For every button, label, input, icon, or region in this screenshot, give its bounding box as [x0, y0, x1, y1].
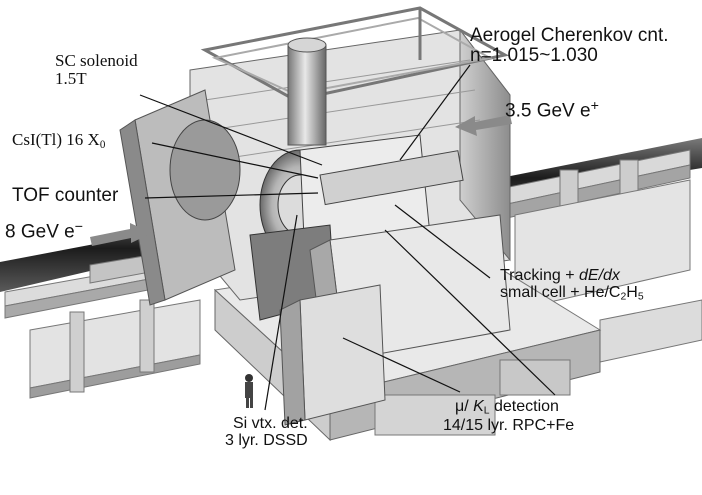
label-tracking-line2: small cell + He/C2H5	[500, 283, 644, 304]
label-sc-line1: SC solenoid	[55, 51, 138, 70]
label-mu-a: μ/	[455, 398, 474, 415]
label-aerogel: Aerogel Cherenkov cnt. n=1.015~1.030	[470, 26, 669, 66]
label-electron-main: 8 GeV e	[5, 221, 75, 243]
label-sc-solenoid: SC solenoid 1.5T	[55, 52, 138, 88]
leader-lines	[139, 64, 556, 411]
label-sc-line2: 1.5T	[55, 68, 87, 88]
label-tracking-a: Tracking +	[500, 267, 579, 284]
label-positron-main: 3.5 GeV e	[505, 100, 591, 122]
label-muon-klm: μ/ KL detection 14/15 lyr. RPC+Fe	[443, 398, 574, 434]
left-endcap	[119, 89, 241, 306]
label-positron-sup: +	[590, 98, 599, 114]
person-figure	[245, 374, 253, 408]
label-mu-b: K	[473, 398, 484, 415]
leader-tof	[144, 192, 319, 199]
label-tracking2-b: 2	[620, 291, 627, 303]
label-tracking2-a: small cell + He/C	[500, 283, 621, 301]
label-mu-line2: 14/15 lyr. RPC+Fe	[443, 416, 575, 434]
right-support-bridge	[469, 149, 702, 363]
label-csi-main: CsI(Tl) 16 X	[12, 130, 100, 149]
label-aerogel-line1: Aerogel Cherenkov cnt.	[470, 25, 669, 46]
label-positron-beam: 3.5 GeV e+	[505, 99, 599, 121]
klm-block	[279, 214, 511, 426]
label-tracking-line1: Tracking + dE/dx	[500, 267, 644, 285]
label-aerogel-line2: n=1.015~1.030	[470, 44, 598, 66]
label-tracking: Tracking + dE/dx small cell + He/C2H5	[500, 267, 644, 304]
leader-csi	[151, 142, 319, 179]
label-csi-sub: 0	[99, 138, 106, 151]
label-si-line2: 3 lyr. DSSD	[225, 431, 308, 449]
label-tracking2-d: 5	[637, 291, 644, 303]
label-electron-beam: 8 GeV e−	[5, 220, 83, 242]
leader-mu	[342, 337, 461, 393]
label-tracking-b: dE/dx	[579, 267, 620, 284]
leader-pos	[384, 229, 556, 396]
beam-arrows	[90, 115, 512, 246]
label-si-vertex: Si vtx. det. 3 lyr. DSSD	[225, 415, 308, 450]
label-mu-line1: μ/ KL detection	[455, 398, 574, 418]
label-csi: CsI(Tl) 16 X0	[12, 131, 105, 151]
label-mu-d: detection	[489, 398, 559, 415]
top-cylinder	[287, 37, 327, 146]
leader-sc	[139, 94, 323, 166]
leader-si	[264, 214, 298, 411]
label-electron-sup: −	[74, 219, 84, 235]
leader-aerogel	[399, 64, 471, 161]
leader-tracking	[394, 204, 491, 279]
label-tracking2-c: H	[626, 283, 638, 301]
label-mu-c: L	[483, 405, 490, 417]
label-tof: TOF counter	[12, 185, 119, 206]
label-si-line1: Si vtx. det.	[232, 415, 308, 432]
